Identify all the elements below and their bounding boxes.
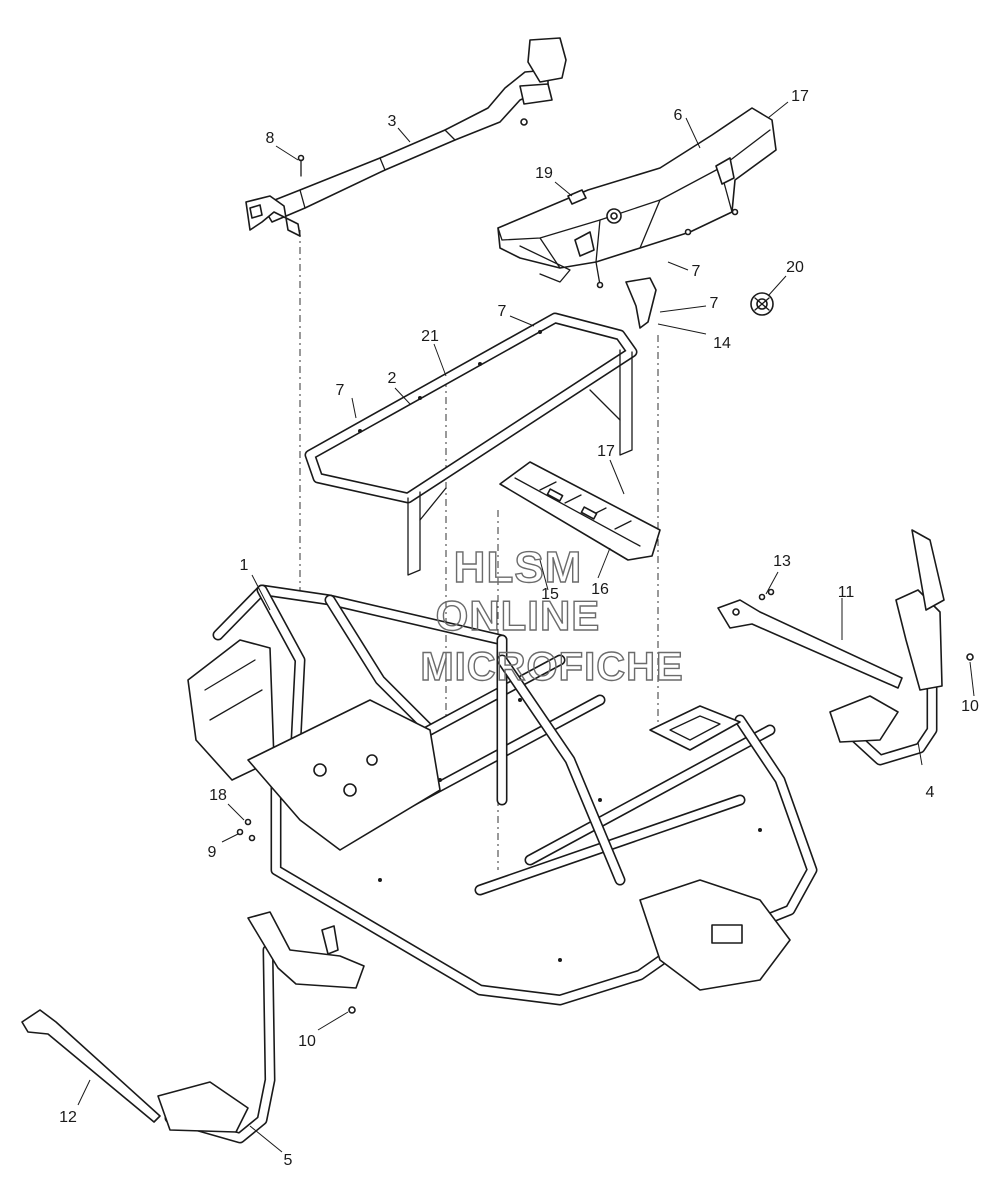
callout-15: 15	[541, 586, 559, 603]
part-12-brace	[21, 1009, 161, 1123]
callout-5: 5	[284, 1152, 293, 1169]
callout-19: 19	[535, 165, 553, 182]
callout-13: 13	[773, 553, 791, 570]
callout-3: 3	[388, 113, 397, 130]
watermark-line-3: MICROFICHE	[420, 645, 683, 689]
callout-18: 18	[209, 787, 227, 804]
watermark-line-1: HLSM	[454, 543, 583, 592]
watermark: HLSM ONLINE MICROFICHE	[420, 542, 684, 689]
callout-11: 11	[838, 584, 855, 601]
part-16-skid	[499, 461, 661, 561]
callout-12: 12	[59, 1109, 77, 1126]
part-14-bracket	[625, 277, 657, 329]
part-18-9-hardware	[236, 818, 256, 842]
part-13-bolts	[758, 588, 775, 601]
callout-20: 20	[786, 259, 804, 276]
part-3-upper-beam	[245, 37, 567, 237]
callout-14: 14	[713, 335, 731, 352]
callout-2: 2	[388, 370, 397, 387]
part-11-brace	[717, 599, 903, 689]
callout-10b: 10	[298, 1033, 316, 1050]
leader-lines	[77, 101, 975, 1153]
callout-17b: 17	[791, 88, 809, 105]
callout-7b: 7	[498, 303, 507, 320]
callout-10a: 10	[961, 698, 979, 715]
callout-21: 21	[421, 328, 439, 345]
part-20-grommet	[750, 292, 774, 316]
callout-16: 16	[591, 581, 609, 598]
callout-7a: 7	[336, 382, 345, 399]
callout-1: 1	[240, 557, 249, 574]
callout-9: 9	[208, 844, 217, 861]
alignment-lines	[299, 230, 659, 870]
part-1-main-frame	[187, 584, 818, 1006]
callout-17a: 17	[597, 443, 615, 460]
part-5-left-rail	[157, 911, 365, 1144]
part-19-clip	[567, 189, 587, 205]
watermark-line-2: ONLINE	[436, 592, 601, 639]
part-2-rack	[304, 312, 638, 576]
callout-7d: 7	[710, 295, 719, 312]
part-4-right-rail	[829, 529, 974, 766]
callout-6: 6	[674, 107, 683, 124]
part-6-panel	[497, 107, 777, 289]
callouts: 1 2 3 4 5 6 7 7 7 7 8 9 10 10 11 12 13 1…	[59, 88, 979, 1169]
callout-8: 8	[266, 130, 275, 147]
callout-7c: 7	[692, 263, 701, 280]
callout-4: 4	[926, 784, 935, 801]
